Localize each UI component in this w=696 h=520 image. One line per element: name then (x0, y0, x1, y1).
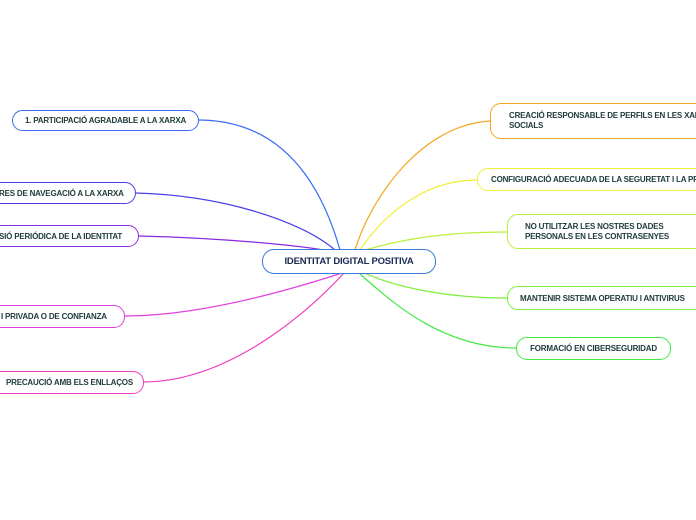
topic-label: SIÓ PERIÓDICA DE LA IDENTITAT (0, 231, 123, 241)
topic-label: NO UTILITZAR LES NOSTRES DADES (525, 221, 664, 231)
topic-sistema-antivirus[interactable]: MANTENIR SISTEMA OPERATIU I ANTIVIRUS (507, 286, 696, 310)
link-left-2 (134, 192, 336, 251)
topic-label: RES DE NAVEGACIÓ A LA XARXA (0, 188, 124, 198)
link-right-3 (364, 231, 508, 251)
topic-participacio[interactable]: 1. PARTICIPACIÓ AGRADABLE A LA XARXA (12, 110, 199, 131)
topic-label: 1. PARTICIPACIÓ AGRADABLE A LA XARXA (24, 116, 187, 125)
topic-label: CREACIÓ RESPONSABLE DE PERFILS EN LES XA… (509, 111, 696, 120)
topic-label-line2: SOCIALS (509, 121, 544, 130)
topic-navegacio[interactable]: RES DE NAVEGACIÓ A LA XARXA (0, 182, 136, 204)
link-right-2 (359, 179, 478, 251)
link-left-5 (142, 271, 346, 383)
link-left-4 (123, 271, 346, 317)
central-topic-label: IDENTITAT DIGITAL POSITIVA (284, 256, 414, 267)
link-left-1 (197, 119, 341, 251)
topic-privada-confianza[interactable]: I PRIVADA O DE CONFIANZA (0, 305, 125, 328)
topic-label: PRECAUCIÓ AMB ELS ENLLAÇOS (6, 378, 133, 387)
topic-perfils-xarxes[interactable]: CREACIÓ RESPONSABLE DE PERFILS EN LES XA… (490, 103, 696, 139)
topic-label: CONFIGURACIÓ ADECUADA DE LA SEGURETAT I … (491, 175, 696, 184)
topic-configuracio-seguretat[interactable]: CONFIGURACIÓ ADECUADA DE LA SEGURETAT I … (477, 168, 696, 191)
topic-precaucio-enllacos[interactable]: PRECAUCIÓ AMB ELS ENLLAÇOS (0, 371, 144, 394)
topic-label: MANTENIR SISTEMA OPERATIU I ANTIVIRUS (520, 293, 685, 303)
central-topic[interactable]: IDENTITAT DIGITAL POSITIVA (262, 249, 436, 274)
topic-label-line2: PERSONALS EN LES CONTRASENYES (525, 231, 670, 241)
topic-revisio-identitat[interactable]: SIÓ PERIÓDICA DE LA IDENTITAT (0, 225, 139, 247)
link-right-5 (359, 273, 517, 349)
topic-formacio-ciberseguridad[interactable]: FORMACIÓ EN CIBERSEGURIDAD (516, 337, 671, 360)
link-right-1 (354, 120, 491, 251)
topic-label: I PRIVADA O DE CONFIANZA (1, 312, 107, 321)
topic-label: FORMACIÓ EN CIBERSEGURIDAD (530, 344, 657, 353)
link-right-4 (361, 271, 508, 299)
